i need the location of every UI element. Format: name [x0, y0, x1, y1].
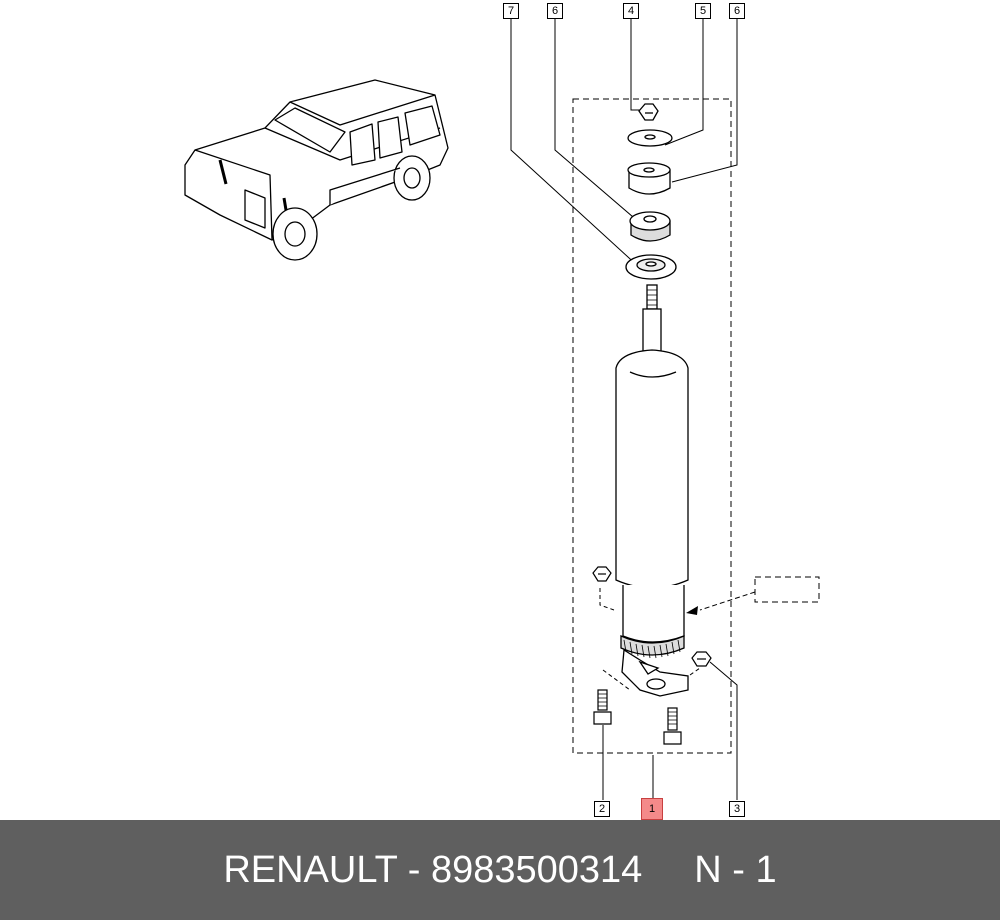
- assembly-group-box: [572, 98, 732, 754]
- bolt-right: [663, 707, 682, 745]
- parts-diagram: [184, 18, 820, 800]
- washer-part: [627, 129, 673, 147]
- callout-6-right[interactable]: 6: [729, 3, 745, 19]
- shock-absorber: [615, 284, 689, 697]
- footer-bar: RENAULT - 8983500314 N - 1: [0, 820, 1000, 920]
- cup-washer-part: [625, 254, 677, 280]
- callout-7[interactable]: 7: [503, 3, 519, 19]
- nut-part: [638, 103, 659, 121]
- callout-2[interactable]: 2: [594, 801, 610, 817]
- nut-upper-left: [592, 566, 612, 582]
- reference-box: [754, 576, 820, 603]
- vehicle-illustration: [184, 79, 449, 261]
- leader-lines: [510, 18, 756, 800]
- top-mount-parts: [625, 103, 677, 280]
- callout-6-left[interactable]: 6: [547, 3, 563, 19]
- nut-right: [691, 651, 712, 667]
- upper-bushing-part: [627, 162, 671, 195]
- callout-5[interactable]: 5: [695, 3, 711, 19]
- callout-3[interactable]: 3: [729, 801, 745, 817]
- bolt-left: [593, 689, 612, 725]
- lower-bushing-part: [629, 211, 671, 242]
- callout-1-highlighted[interactable]: 1: [641, 798, 663, 820]
- position-label: N - 1: [694, 848, 777, 891]
- callout-4[interactable]: 4: [623, 3, 639, 19]
- part-number-label: RENAULT - 8983500314: [223, 848, 643, 891]
- arrow-head: [686, 606, 698, 615]
- hardware-parts: [592, 566, 712, 745]
